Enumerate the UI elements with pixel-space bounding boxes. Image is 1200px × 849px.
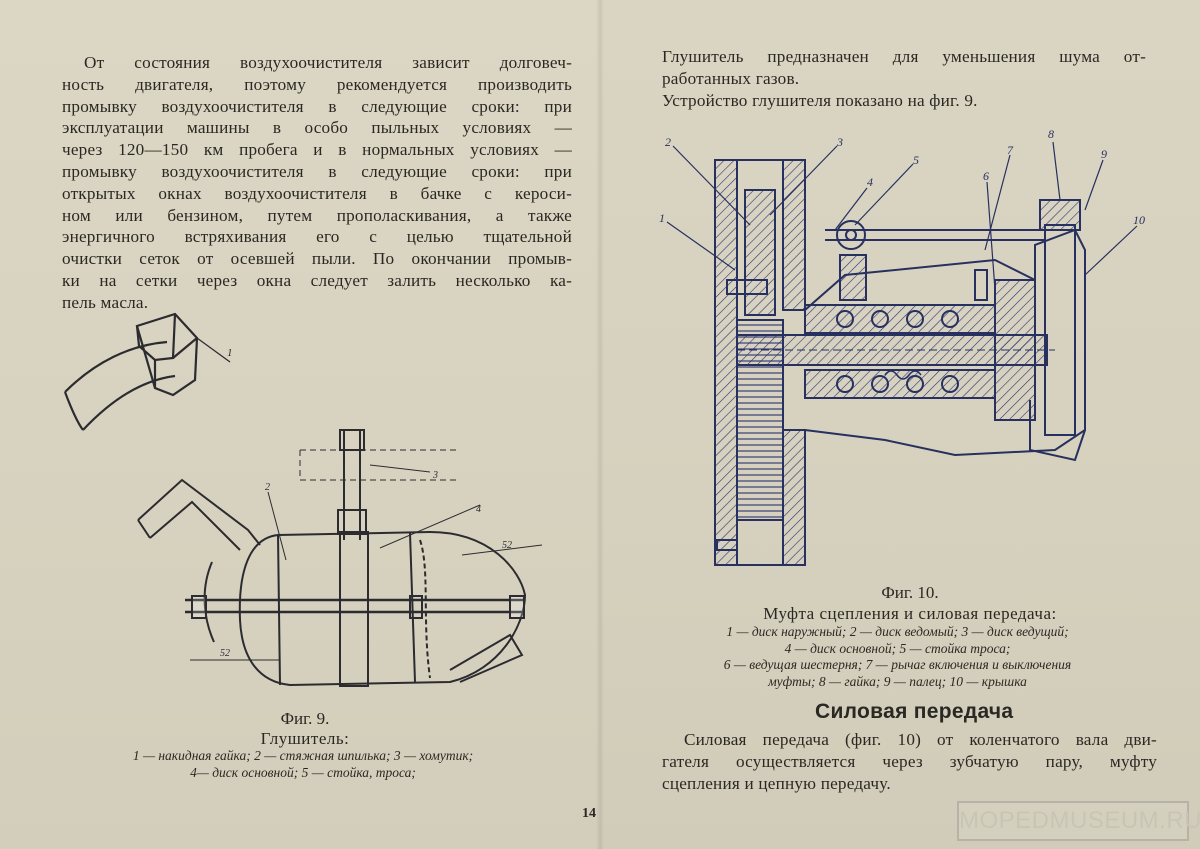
fig9-dim-top: 52 (502, 540, 512, 551)
fig9-label-3: 3 (432, 470, 438, 481)
fig10-label-1: 1 (659, 211, 665, 225)
muffler-intro-paragraph: Глушитель предназначен для уменьшения шу… (662, 46, 1146, 111)
fig10-label-7: 7 (1007, 143, 1014, 157)
air-filter-paragraph: От состояния воздухоочистителя зависит д… (62, 52, 572, 314)
fig10-label-2: 2 (665, 135, 671, 149)
fig10-label-8: 8 (1048, 127, 1054, 141)
nut-pipe-drawing: 1 (63, 312, 233, 431)
left-page (0, 0, 600, 849)
muffler-drawing: 2 3 4 52 52 (137, 429, 543, 687)
power-transmission-paragraph: Силовая передача (фиг. 10) от коленчатог… (662, 729, 1157, 794)
text-line: эксплуатации машины в особо пыльных усло… (62, 118, 572, 138)
fig10-label-5: 5 (913, 153, 919, 167)
fig10-label-10: 10 (1133, 213, 1145, 227)
fig9-title: Фиг. 9. (280, 709, 330, 728)
right-page (600, 0, 1200, 849)
text-line: ном или бензином, путем прополаскивания,… (62, 205, 572, 225)
fig10-label-3: 3 (836, 135, 843, 149)
text-line: через 120—150 км пробега и в нормальных … (62, 140, 572, 160)
text-line: промывку воздухоочистителя в следующие с… (62, 96, 572, 116)
text-line: открытых окнах воздухоочистителя в бачке… (62, 183, 572, 203)
fig9-label-4: 4 (476, 504, 481, 515)
caption-line: 1 — диск наружный; 2 — диск ведомый; 3 —… (726, 624, 1069, 639)
caption-line: муфты; 8 — гайка; 9 — палец; 10 — крышка (768, 673, 1027, 689)
text-line: энергичного встряхивания его с целью тща… (62, 227, 572, 247)
fig9-label-2: 2 (265, 482, 270, 493)
clutch-drawing: 1 2 3 4 5 6 7 8 9 10 (659, 127, 1145, 566)
fig9-caption: 1 — накидная гайка; 2 — стяжная шпилька;… (48, 748, 558, 781)
fig10-label-4: 4 (867, 175, 873, 189)
caption-line: 4 — диск основной; 5 — стойка троса; (784, 640, 1011, 656)
page-number: 14 (582, 806, 596, 821)
fig10-label-9: 9 (1101, 147, 1107, 161)
text-line: Устройство глушителя показано на фиг. 9. (662, 90, 978, 110)
fig10-name: Муфта сцепления и силовая передача: (763, 604, 1057, 623)
fig10-caption: 1 — диск наружный; 2 — диск ведомый; 3 —… (625, 624, 1170, 690)
caption-line: 1 — накидная гайка; 2 — стяжная шпилька;… (132, 748, 474, 763)
text-line: пель масла. (62, 292, 149, 312)
text-line: Глушитель предназначен для уменьшения шу… (662, 47, 1146, 66)
fig9-dim-bottom: 52 (220, 648, 230, 659)
fig10-title: Фиг. 10. (881, 583, 939, 602)
text-line: очистки сеток от осевшей пыли. По оконча… (62, 249, 572, 269)
fig9-name: Глушитель: (260, 729, 350, 748)
caption-line: 4— диск основной; 5 — стойка, троса; (190, 764, 416, 780)
text-line: промывку воздухоочистителя в следующие с… (62, 161, 572, 181)
section-heading: Силовая передача (815, 700, 1014, 723)
text-line: Силовая передача (фиг. 10) от коленчатог… (684, 730, 1157, 749)
text-line: От состояния воздухоочистителя зависит д… (84, 53, 572, 72)
text-line: работанных газов. (662, 68, 800, 88)
caption-line: 6 — ведущая шестерня; 7 — рычаг включени… (723, 657, 1072, 672)
text-line: гателя осуществляется через зубчатую пар… (662, 751, 1157, 771)
text-line: сцепления и цепную передачу. (662, 773, 891, 793)
text-line: ность двигателя, поэтому рекомендуется п… (62, 74, 572, 94)
fig10-label-6: 6 (983, 169, 989, 183)
book-gutter (596, 0, 604, 849)
fig-label-1: 1 (227, 347, 233, 359)
watermark: MOPEDMUSEUM.RU (957, 801, 1200, 841)
text-line: ки на сетки через окна следует залить не… (62, 270, 572, 290)
